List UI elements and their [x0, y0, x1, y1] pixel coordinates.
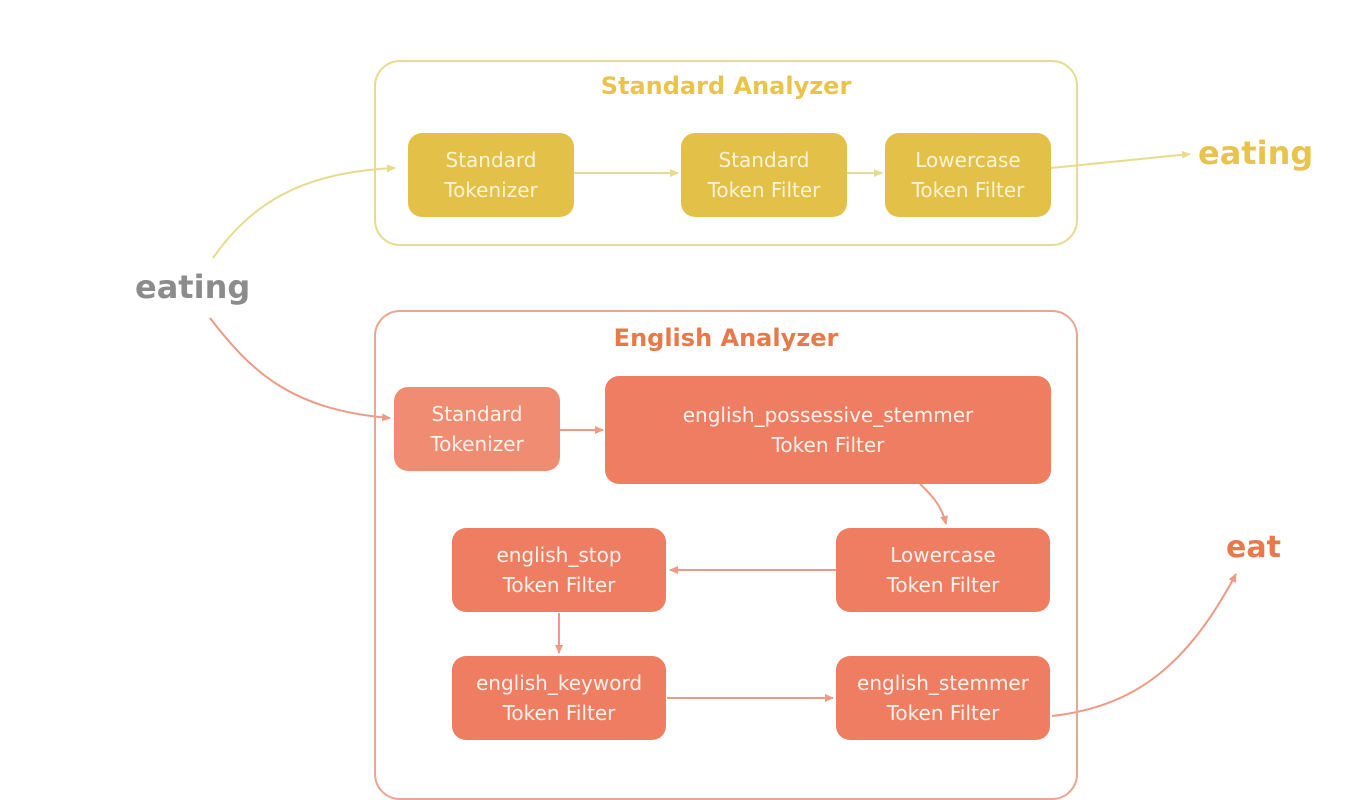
node-line1: Standard	[431, 402, 523, 426]
node-line1: english_stemmer	[857, 671, 1029, 695]
standard-analyzer-title: Standard Analyzer	[600, 72, 852, 100]
english-analyzer-title: English Analyzer	[613, 324, 839, 352]
node-line2: Tokenizer	[444, 178, 538, 202]
node-line2: Token Filter	[886, 701, 1000, 725]
arrow-lowercase-to-output	[1050, 150, 1191, 169]
arrow-input-to-standard-tokenizer	[212, 164, 396, 259]
standard-lowercase-filter-node: Lowercase Token Filter	[885, 133, 1051, 217]
standard-analyzer-group: Standard Analyzer	[374, 60, 1078, 246]
node-line2: Token Filter	[911, 178, 1025, 202]
node-line2: Token Filter	[707, 178, 821, 202]
node-line1: Standard	[445, 148, 537, 172]
arrow-input-to-english-tokenizer	[209, 317, 391, 422]
node-line1: english_stop	[496, 543, 622, 567]
node-line2: Token Filter	[502, 573, 616, 597]
node-line1: english_possessive_stemmer	[682, 403, 974, 427]
english-possessive-stemmer-node: english_possessive_stemmer Token Filter	[605, 376, 1051, 484]
english-stop-filter-node: english_stop Token Filter	[452, 528, 666, 612]
english-stemmer-filter-node: english_stemmer Token Filter	[836, 656, 1050, 740]
arrow-possessive-to-lowercase	[919, 483, 948, 525]
english-standard-tokenizer-node: Standard Tokenizer	[394, 387, 560, 471]
node-line2: Tokenizer	[430, 432, 524, 456]
node-line1: Lowercase	[890, 543, 996, 567]
input-label: eating	[135, 268, 251, 306]
english-keyword-filter-node: english_keyword Token Filter	[452, 656, 666, 740]
node-line2: Token Filter	[771, 433, 885, 457]
standard-output-label: eating	[1198, 134, 1314, 172]
node-line1: english_keyword	[475, 671, 643, 695]
node-line1: Standard	[718, 148, 810, 172]
standard-tokenizer-node: Standard Tokenizer	[408, 133, 574, 217]
standard-token-filter-node: Standard Token Filter	[681, 133, 847, 217]
node-line2: Token Filter	[502, 701, 616, 725]
arrow-stemmer-to-output	[1051, 573, 1237, 717]
english-lowercase-filter-node: Lowercase Token Filter	[836, 528, 1050, 612]
node-line1: Lowercase	[915, 148, 1021, 172]
english-output-label: eat	[1226, 530, 1281, 565]
node-line2: Token Filter	[886, 573, 1000, 597]
